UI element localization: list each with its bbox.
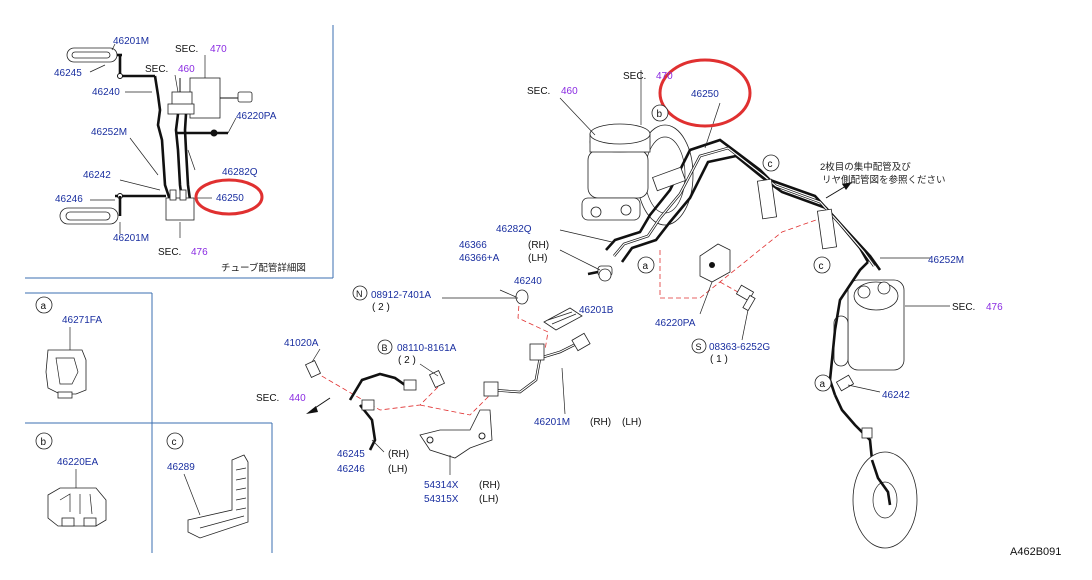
panel-b: b 46220EA (35, 432, 107, 527)
inset-sec-label-2: SEC. (145, 64, 168, 75)
inset-sec-label: SEC. (175, 44, 198, 55)
label-08110-8161A: 08110-8161A (397, 343, 457, 354)
inset-highlight-46250 (194, 178, 264, 216)
label-54314X-rh: (RH) (479, 480, 500, 491)
label-46220PA: 46220PA (655, 318, 696, 329)
inset-label-46246: 46246 (55, 194, 83, 205)
main-reference-markers: b c c a a N B S (352, 104, 832, 392)
main-labels: SEC. 470 SEC. 460 46250 2枚目の集中配管及び リヤ側配管… (256, 71, 1061, 558)
ref-c-marker-1: c (768, 159, 773, 170)
label-46201B: 46201B (579, 305, 614, 316)
label-46250: 46250 (691, 89, 719, 100)
label-46246: 46246 (337, 464, 365, 475)
label-08110-qty: ( 2 ) (398, 355, 416, 366)
ref-c-marker-2: c (819, 261, 824, 272)
label-54315X-lh: (LH) (479, 494, 498, 505)
inset-label-46201M-bottom: 46201M (113, 233, 149, 244)
label-46366-rh: (RH) (528, 240, 549, 251)
label-46240: 46240 (514, 276, 542, 287)
panel-frames (25, 25, 334, 553)
sec-460-number: 460 (561, 86, 578, 97)
sec-440-label: SEC. (256, 393, 279, 404)
panel-b-part: 46220EA (57, 457, 98, 468)
label-46282Q: 46282Q (496, 224, 532, 235)
label-46366: 46366 (459, 240, 487, 251)
sec-460-label: SEC. (527, 86, 550, 97)
inset-labels: 46201M 46245 SEC. 470 SEC. 460 46240 462… (54, 36, 306, 274)
inset-detail (59, 43, 264, 238)
sec-470-label: SEC. (623, 71, 646, 82)
inset-label-46252M: 46252M (91, 127, 127, 138)
sec-476-number: 476 (986, 302, 1003, 313)
label-46201M: 46201M (534, 417, 570, 428)
label-08363-qty: ( 1 ) (710, 354, 728, 365)
ref-B-marker: B (382, 343, 388, 353)
panel-c-part: 46289 (167, 462, 195, 473)
label-54315X: 54315X (424, 494, 459, 505)
inset-label-46245: 46245 (54, 68, 82, 79)
diagram-id: A462B091 (1010, 546, 1061, 558)
inset-label-46240: 46240 (92, 87, 120, 98)
label-46245: 46245 (337, 449, 365, 460)
label-08912-qty: ( 2 ) (372, 302, 390, 313)
inset-sec-460: 460 (178, 64, 195, 75)
label-08912-7401A: 08912-7401A (371, 290, 431, 301)
panel-a: a 46271FA (35, 296, 102, 399)
label-46252M: 46252M (928, 255, 964, 266)
note-line-1: 2枚目の集中配管及び (820, 161, 911, 173)
inset-caption: チューブ配管詳細図 (221, 262, 306, 274)
inset-sec-476: 476 (191, 247, 208, 258)
inset-label-46201M-top: 46201M (113, 36, 149, 47)
ref-a-marker-1: a (643, 261, 649, 272)
inset-sec-label-3: SEC. (158, 247, 181, 258)
label-46366A-lh: (LH) (528, 253, 547, 264)
inset-label-46220PA: 46220PA (236, 111, 277, 122)
sec-470-number: 470 (656, 71, 673, 82)
label-46366A: 46366+A (459, 253, 500, 264)
panel-a-part: 46271FA (62, 315, 102, 326)
label-46201M-rh: (RH) (590, 417, 611, 428)
label-41020A: 41020A (284, 338, 319, 349)
ref-b-marker: b (657, 109, 663, 120)
label-46242: 46242 (882, 390, 910, 401)
inset-label-46250: 46250 (216, 193, 244, 204)
ref-N-marker: N (356, 289, 363, 299)
label-54314X: 54314X (424, 480, 459, 491)
label-46246-lh: (LH) (388, 464, 407, 475)
sec-440-number: 440 (289, 393, 306, 404)
sec-476-label: SEC. (952, 302, 975, 313)
panel-c-letter: c (172, 437, 177, 448)
label-46245-rh: (RH) (388, 449, 409, 460)
main-drawing (304, 58, 950, 549)
ref-a-marker-2: a (820, 379, 826, 390)
panel-c: c 46289 (166, 432, 249, 539)
inset-sec-470: 470 (210, 44, 227, 55)
inset-label-46282Q: 46282Q (222, 167, 258, 178)
inset-label-46242: 46242 (83, 170, 111, 181)
ref-S-marker: S (696, 342, 702, 352)
label-46201M-lh: (LH) (622, 417, 641, 428)
panel-b-letter: b (41, 437, 47, 448)
main-highlight-46250 (658, 58, 752, 128)
note-line-2: リヤ側配管図を参照ください (822, 174, 946, 186)
label-08363-6252G: 08363-6252G (709, 342, 770, 353)
panel-a-letter: a (41, 301, 47, 312)
